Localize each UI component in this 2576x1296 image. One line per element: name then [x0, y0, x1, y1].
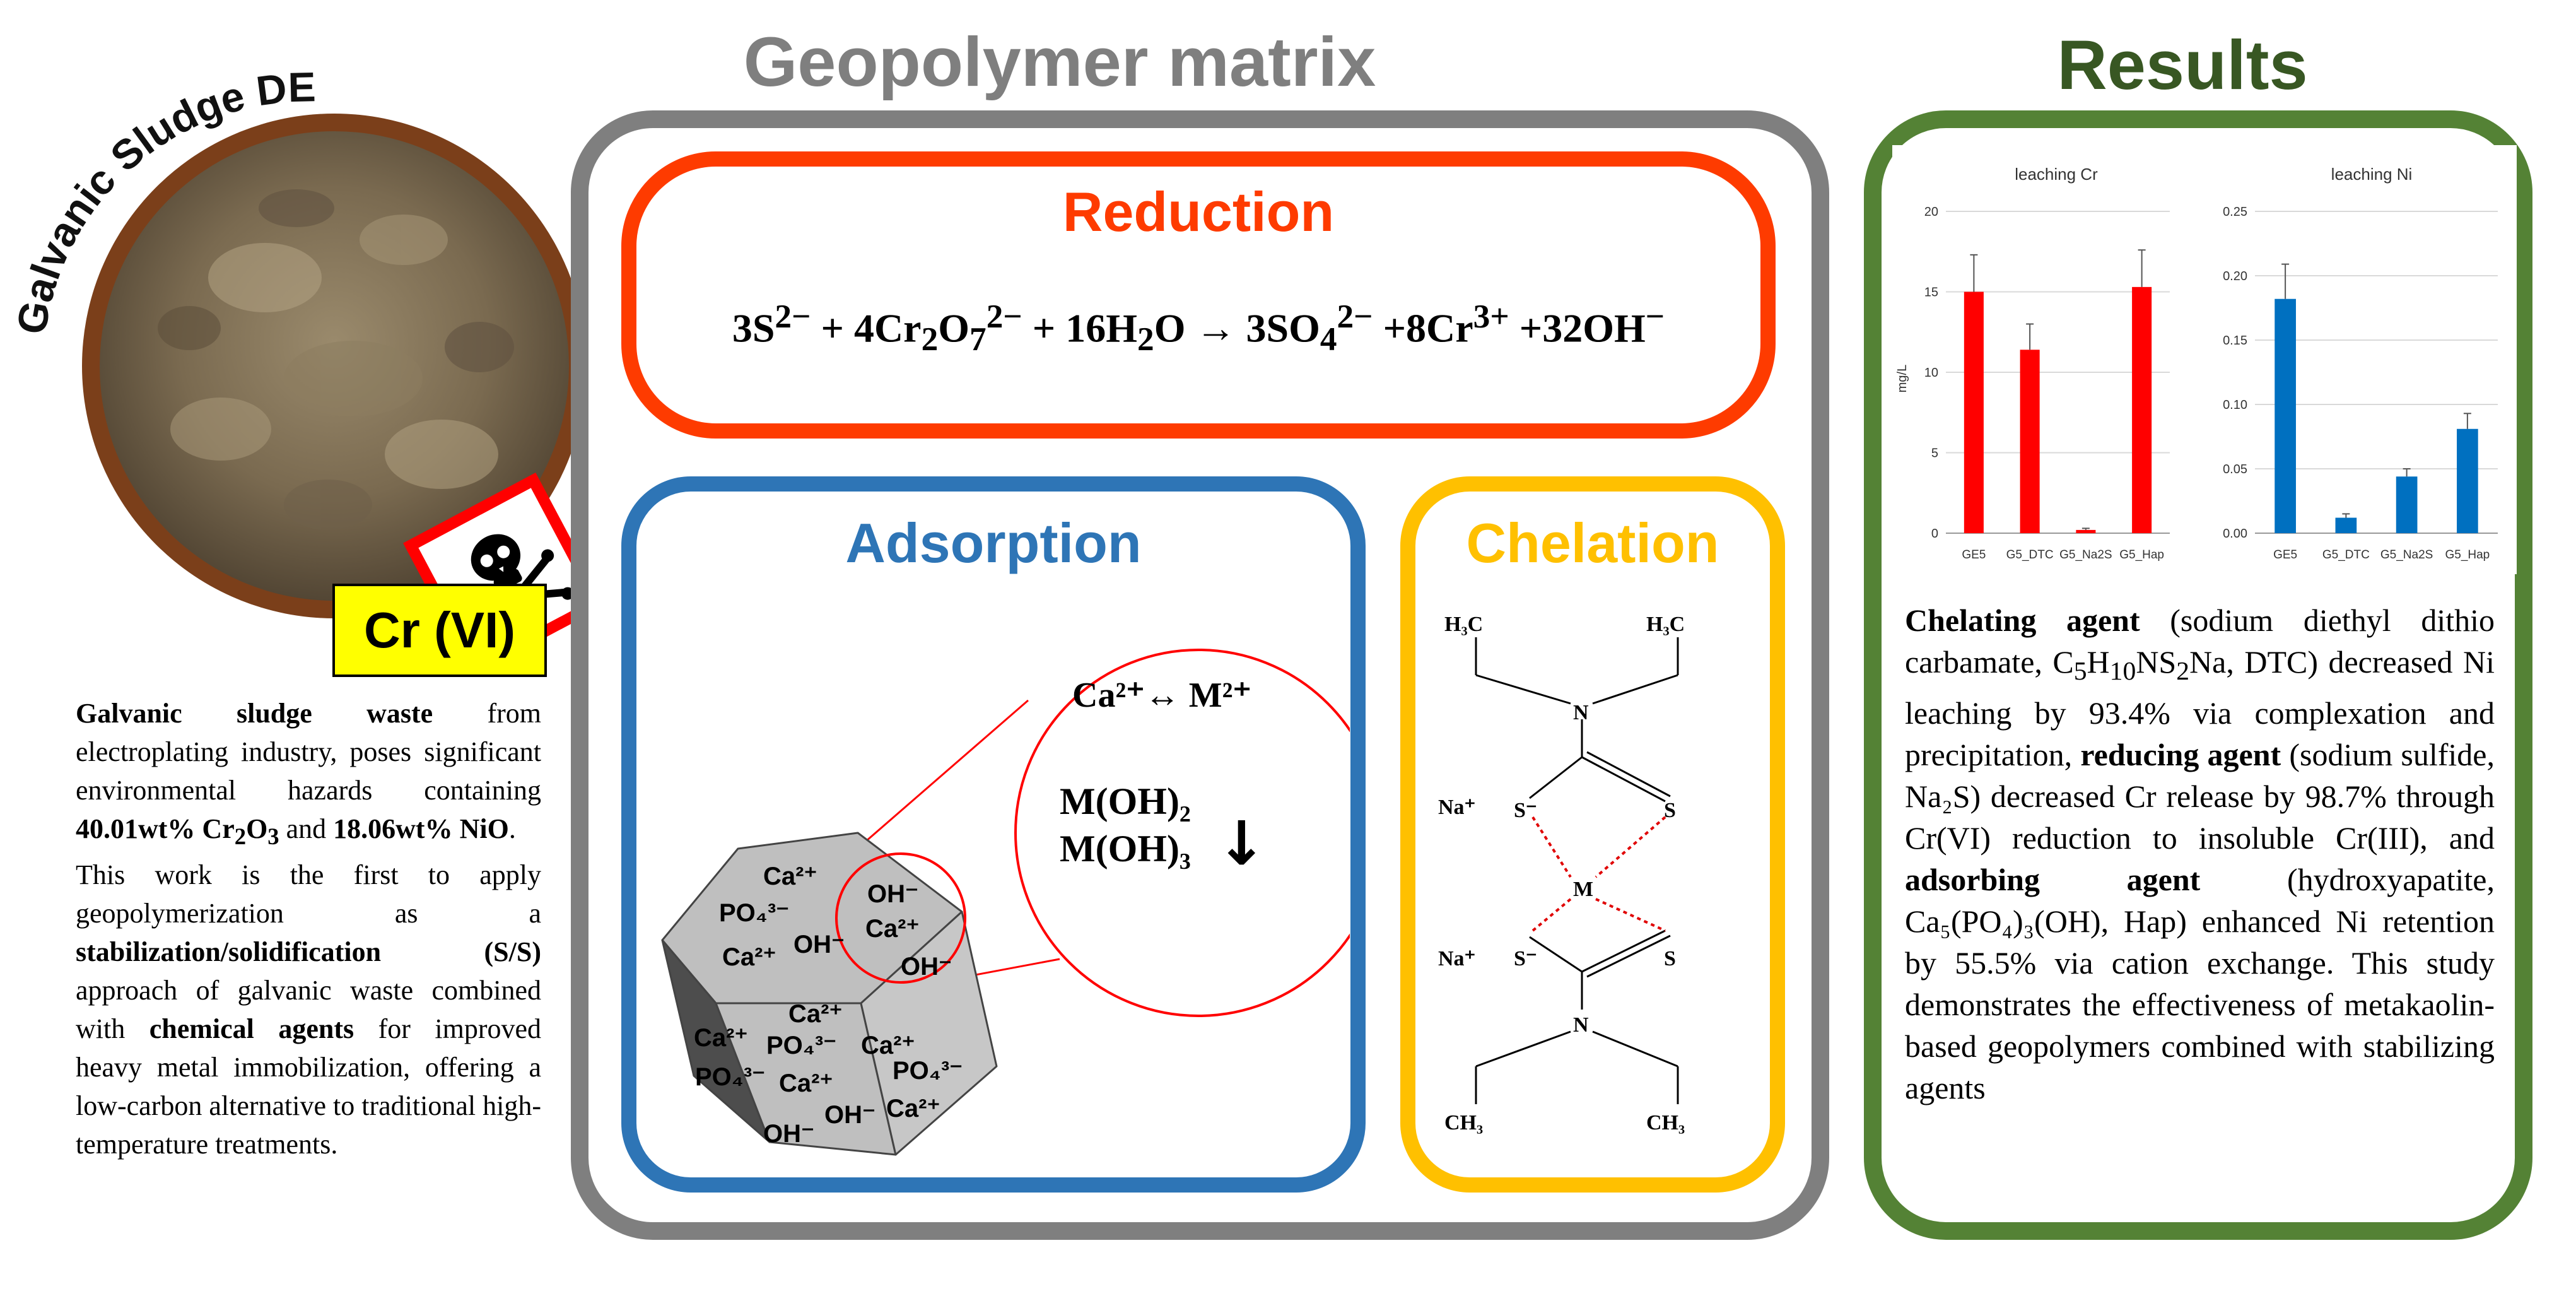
x-tick-label: G5_Hap — [2445, 548, 2490, 562]
results-text: Chelating agent (sodium diethyl dithio c… — [1905, 603, 2495, 1105]
metal-ion: M — [1573, 878, 1593, 901]
y-tick-label: 0.05 — [2223, 462, 2247, 476]
crystal-label: Ca²⁺ — [763, 863, 817, 890]
chart-title: leaching Ni — [2331, 165, 2413, 184]
highlight-circle — [835, 852, 966, 984]
cr-vi-text: Cr (VI) — [364, 602, 515, 658]
y-tick-label: 15 — [1924, 286, 1938, 300]
hydroxyapatite-crystal — [661, 832, 998, 1156]
y-tick-label: 0.20 — [2223, 269, 2247, 283]
dtc-chelate-structure: H₃C H₃C N Na⁺ S⁻ S M Na⁺ S⁻ S N CH₃ CH₃ — [1438, 613, 1685, 1134]
crystal-label: PO₄³⁻ — [719, 899, 789, 927]
x-tick-label: GE5 — [1962, 548, 1986, 562]
chelation-panel — [1400, 476, 1785, 1193]
hydroxide-2-label: M(OH)₂ — [1060, 781, 1191, 822]
bar — [2457, 428, 2478, 533]
nitrogen-atom: N — [1573, 701, 1589, 724]
crystal-label: Ca²⁺ — [861, 1032, 915, 1059]
bonds — [1475, 637, 1679, 1104]
crystal-label: OH⁻ — [901, 953, 952, 981]
crystal-label: Ca²⁺ — [788, 1000, 843, 1028]
reduction-title: Reduction — [1062, 180, 1335, 243]
y-tick-label: 0 — [1931, 527, 1938, 541]
y-axis-label: mg/L — [1895, 365, 1909, 392]
x-tick-label: G5_Na2S — [2380, 548, 2433, 562]
x-tick-label: G5_DTC — [2322, 548, 2370, 562]
methyl-group: H₃C — [1646, 613, 1685, 636]
chart-title: leaching Cr — [2015, 165, 2098, 184]
crystal-label: Ca²⁺ — [865, 915, 920, 943]
sulfur-atom: S — [1664, 947, 1676, 970]
intro-paragraph-1: Galvanic sludge waste from electroplatin… — [76, 698, 541, 849]
bar — [2076, 529, 2096, 533]
hydroxide-3-label: M(OH)₃ — [1060, 828, 1191, 869]
crystal-label: Ca²⁺ — [886, 1095, 940, 1122]
crystal-label: Ca²⁺ — [779, 1069, 833, 1097]
methyl-group: CH₃ — [1444, 1111, 1483, 1134]
sodium-ion: Na⁺ — [1438, 947, 1476, 970]
bar — [1964, 292, 1984, 533]
methyl-group: CH₃ — [1646, 1111, 1685, 1134]
nitrogen-atom: N — [1573, 1013, 1589, 1037]
intro-text: Galvanic sludge waste from electroplatin… — [76, 694, 541, 1163]
adsorption-diagram: Ca²⁺ PO₄³⁻ Ca²⁺ OH⁻ OH⁻ Ca²⁺ OH⁻ Ca²⁺ PO… — [661, 649, 1350, 1156]
crystal-label: OH⁻ — [793, 931, 845, 958]
crystal-label: Ca²⁺ — [722, 943, 776, 971]
soil-texture — [158, 189, 514, 530]
sodium-ion: Na⁺ — [1438, 796, 1476, 819]
bar — [2132, 286, 2152, 533]
methyl-group: H₃C — [1444, 613, 1483, 636]
x-tick-label: G5_DTC — [2006, 548, 2054, 562]
sulfur-anion: S⁻ — [1514, 947, 1537, 970]
reduction-panel — [621, 151, 1776, 439]
bar — [2274, 298, 2296, 533]
crystal-label: OH⁻ — [867, 880, 918, 908]
cation-exchange-label: Ca²⁺↔ M²⁺ — [1072, 676, 1251, 715]
crystal-label: OH⁻ — [763, 1120, 814, 1148]
y-tick-label: 0.15 — [2223, 334, 2247, 348]
intro-paragraph-2: This work is the first to apply geopolym… — [76, 859, 542, 1160]
coordination-bonds — [1531, 816, 1666, 932]
adsorption-title: Adsorption — [845, 512, 1142, 574]
geopolymer-title: Geopolymer matrix — [743, 23, 1376, 101]
y-tick-label: 5 — [1931, 447, 1938, 461]
y-tick-label: 0.00 — [2223, 527, 2247, 541]
y-tick-label: 10 — [1924, 366, 1938, 380]
crystal-label: Ca²⁺ — [694, 1024, 748, 1052]
sulfur-atom: S — [1664, 799, 1676, 822]
x-tick-label: GE5 — [2273, 548, 2297, 562]
zoom-line-top — [860, 699, 1029, 847]
sulfur-anion: S⁻ — [1514, 799, 1537, 822]
magnified-circle — [1014, 649, 1350, 1017]
crystal-label: PO₄³⁻ — [695, 1063, 765, 1091]
precipitation-arrow: ↓ — [1216, 808, 1267, 879]
sludge-illustration: Galvanic Sludge DE — [8, 63, 606, 676]
x-tick-label: G5_Na2S — [2059, 548, 2112, 562]
chart-background — [1892, 145, 2517, 574]
y-tick-label: 20 — [1924, 205, 1938, 219]
results-title: Results — [2057, 27, 2308, 104]
crystal-label: PO₄³⁻ — [766, 1032, 836, 1059]
bar — [2335, 517, 2357, 533]
chelation-title: Chelation — [1466, 512, 1719, 574]
reduction-equation: 3S2− + 4Cr2O72− + 16H2O → 3SO42− +8Cr3+ … — [732, 297, 1665, 358]
bar — [2396, 476, 2418, 533]
x-tick-label: G5_Hap — [2119, 548, 2164, 562]
cr-vi-label: Cr (VI) — [332, 584, 547, 677]
crystal-label: OH⁻ — [824, 1101, 875, 1129]
crystal-label: PO₄³⁻ — [893, 1057, 963, 1085]
y-tick-label: 0.10 — [2223, 398, 2247, 412]
y-tick-label: 0.25 — [2223, 205, 2247, 219]
bar — [2020, 350, 2040, 533]
